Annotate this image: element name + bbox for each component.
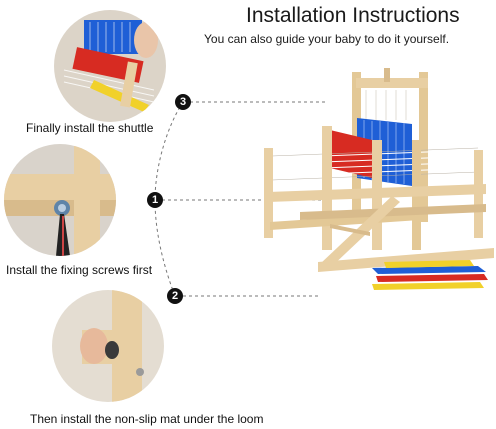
- step-2-caption: Then install the non-slip mat under the …: [30, 412, 264, 426]
- page-subtitle: You can also guide your baby to do it yo…: [204, 32, 450, 46]
- step-2-badge: 2: [167, 288, 183, 304]
- step-1-caption: Install the fixing screws first: [6, 263, 153, 277]
- step-1-badge: 1: [147, 192, 163, 208]
- screws-photo: [4, 144, 116, 256]
- step-3-caption: Finally install the shuttle: [26, 121, 154, 135]
- shuttle-photo: [54, 10, 166, 122]
- non-slip-mat-photo: [52, 290, 164, 402]
- page-title: Installation Instructions: [246, 4, 460, 27]
- step-3-badge: 3: [175, 94, 191, 110]
